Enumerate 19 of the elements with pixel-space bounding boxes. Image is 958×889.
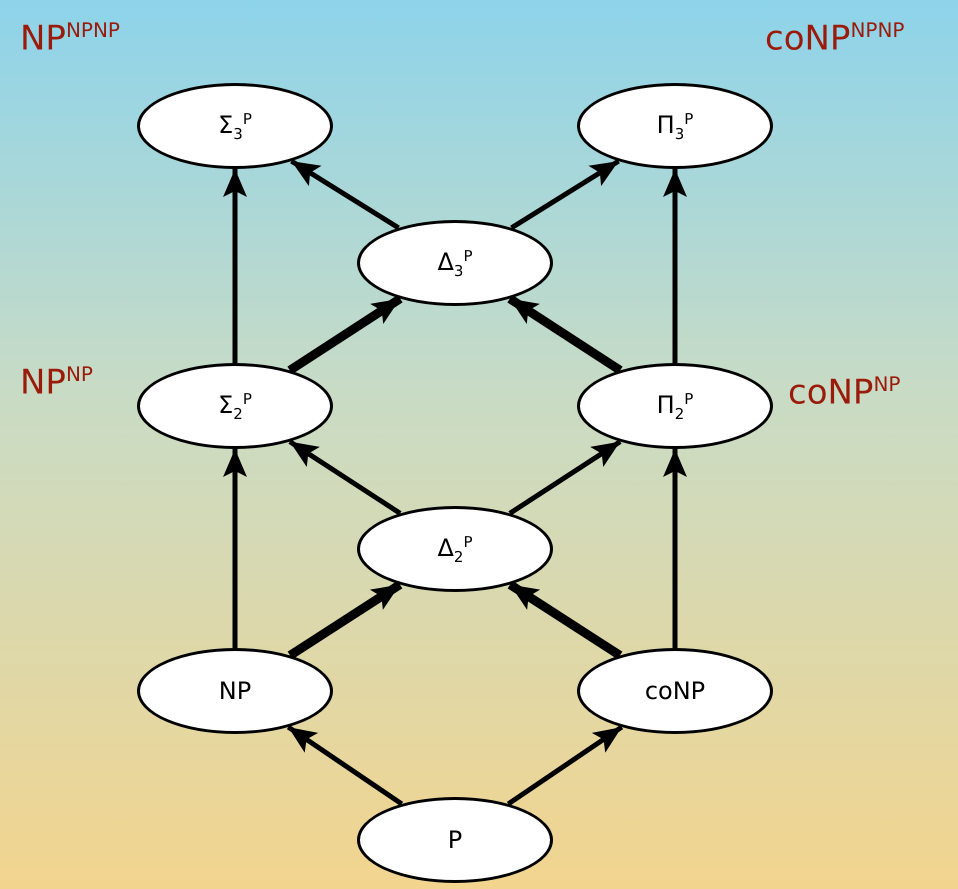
arrow bbox=[286, 725, 404, 806]
arrow bbox=[508, 580, 622, 660]
class-name: P bbox=[448, 826, 462, 854]
arrow bbox=[663, 169, 687, 363]
arrow bbox=[507, 294, 623, 374]
oracle-class-label: coNP$^{NP}$ bbox=[788, 372, 900, 412]
arrow bbox=[510, 159, 620, 230]
arrow bbox=[506, 725, 624, 806]
arrow bbox=[223, 169, 247, 363]
arrow bbox=[508, 440, 622, 516]
arrow bbox=[287, 294, 403, 374]
class-name: NP bbox=[218, 677, 252, 705]
arrow bbox=[288, 580, 402, 660]
class-name: coNP bbox=[644, 677, 706, 705]
oracle-class-label: NP$^{NP}$ bbox=[20, 362, 93, 402]
arrow bbox=[223, 449, 247, 648]
arrow bbox=[663, 449, 687, 648]
arrow bbox=[288, 440, 402, 516]
arrow bbox=[290, 159, 400, 230]
